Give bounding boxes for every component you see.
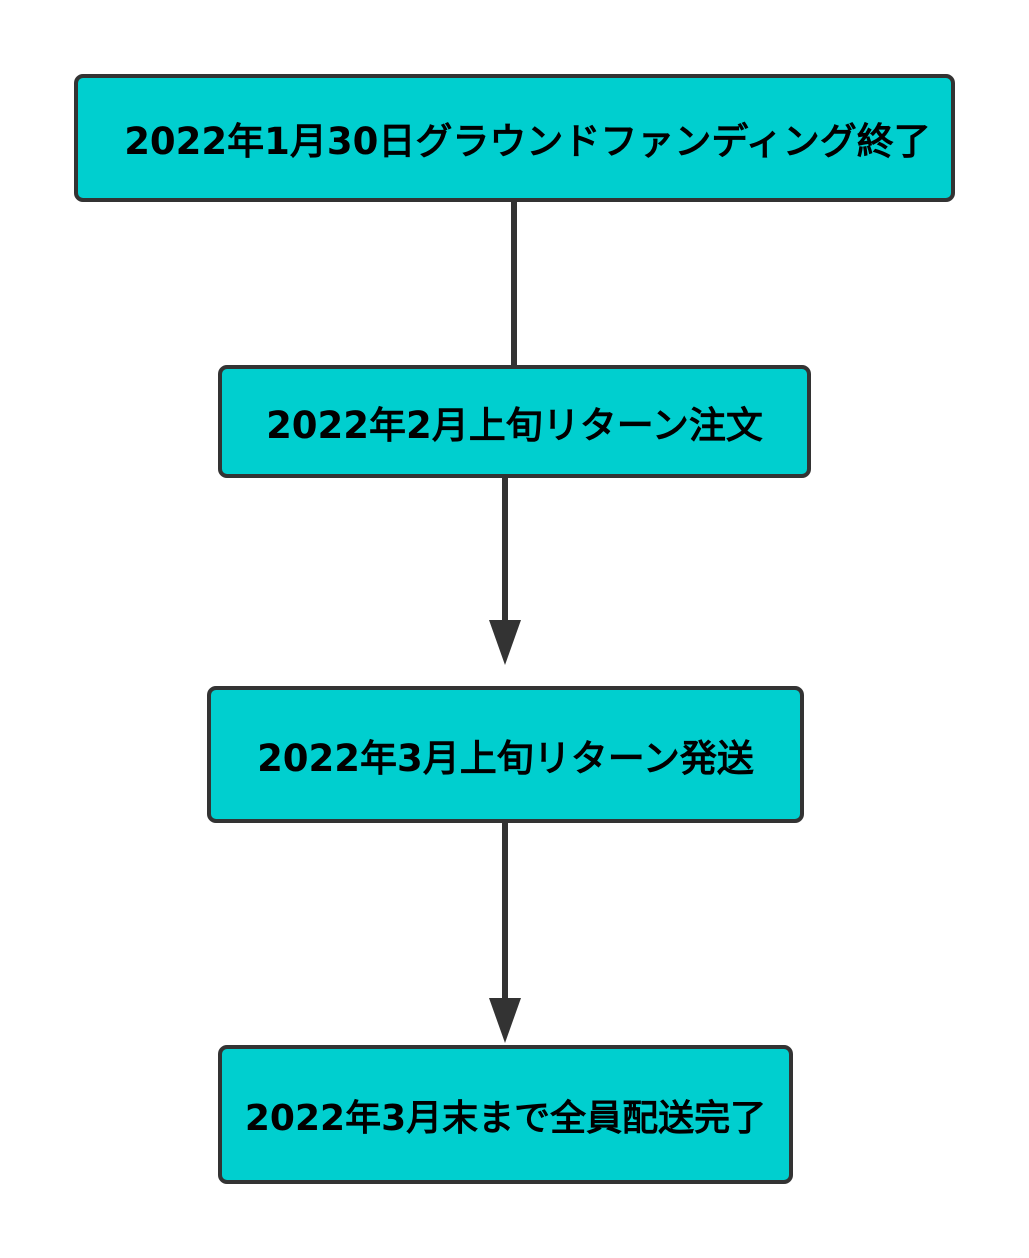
step-node-crowdfunding-end: 2022年1月30日グラウンドファンディング終了 [74, 74, 955, 202]
step-label: 2022年3月末まで全員配送完了 [244, 1097, 767, 1139]
step-node-delivery-complete: 2022年3月末まで全員配送完了 [218, 1045, 793, 1184]
step-node-return-order: 2022年2月上旬リターン注文 [218, 365, 811, 478]
arrowhead-3 [489, 998, 521, 1043]
arrowhead-2 [489, 620, 521, 665]
step-label: 2022年3月上旬リターン発送 [257, 736, 754, 780]
step-label: 2022年2月上旬リターン注文 [266, 403, 763, 447]
step-label: 2022年1月30日グラウンドファンディング終了 [124, 120, 931, 163]
step-node-return-shipping: 2022年3月上旬リターン発送 [207, 686, 804, 823]
